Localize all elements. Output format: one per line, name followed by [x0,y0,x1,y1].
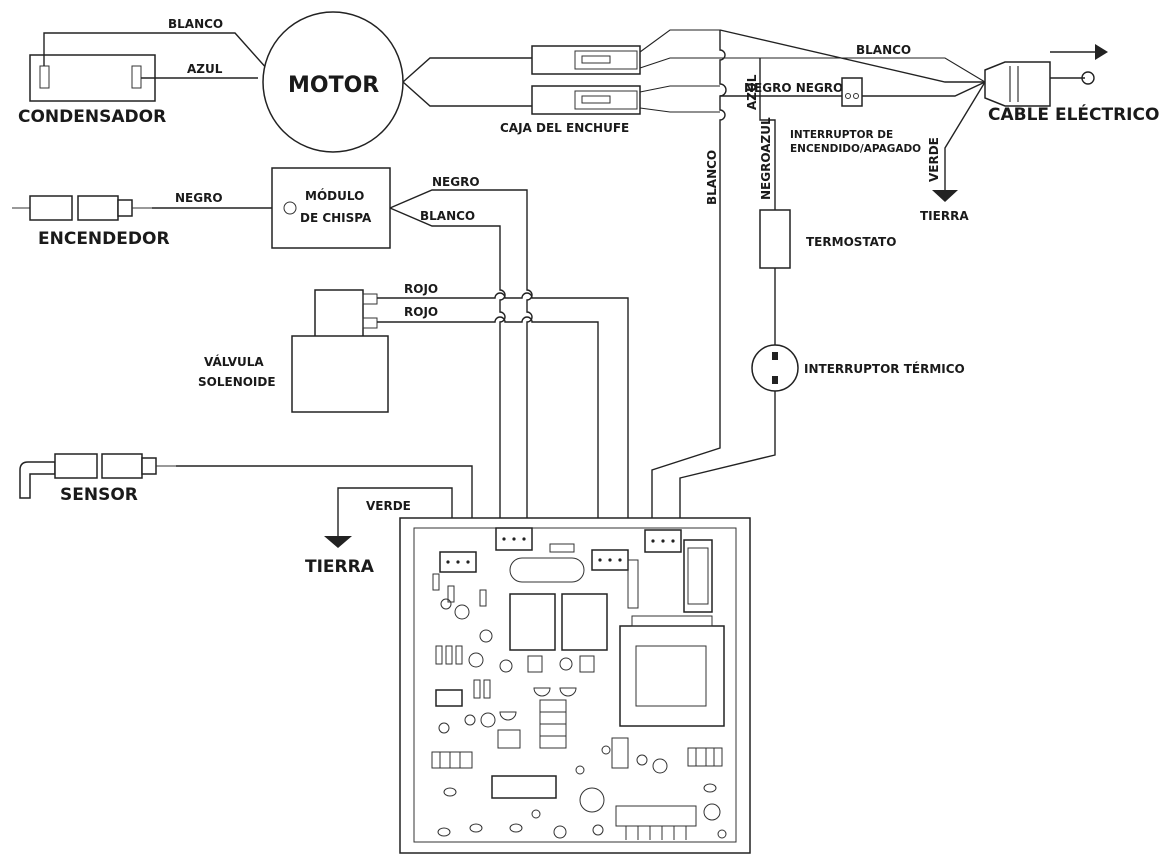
motor-label: MOTOR [288,73,379,98]
wire-label-negroazul-vert: NEGROAZUL [759,117,773,200]
wire-label-negro-enc: NEGRO [175,191,223,205]
igniter [12,195,152,221]
valve-label-1: VÁLVULA [204,354,264,369]
wire-label-blanco-mod: BLANCO [420,209,475,223]
ground-top [932,190,958,202]
tierra-top-label: TIERRA [920,209,969,223]
wire-label-azul-vert: AZUL [745,74,759,110]
wire-rojo-1 [377,292,629,550]
switch-label-1: INTERRUPTOR DE [790,129,893,141]
wire-label-negro-negro: NEGRO NEGRO [744,81,843,95]
thermal-switch-label: INTERRUPTOR TÉRMICO [804,361,965,376]
wire-label-blanco-cond: BLANCO [168,17,223,31]
wire-label-negro-mod: NEGRO [432,175,480,189]
ground-bottom [324,536,352,548]
wire-fan-2 [639,57,986,83]
plug-box [531,45,641,115]
wire-label-verde-vert: VERDE [927,137,941,182]
thermal-switch [751,344,799,392]
wire-blanco-module [389,207,506,532]
wire-fan-3 [639,85,720,93]
wire-negro-module [389,189,533,532]
wire-label-blanco-vert: BLANCO [705,150,719,205]
control-board [399,517,751,854]
spark-module-label-1: MÓDULO [305,188,364,203]
plug-box-label: CAJA DEL ENCHUFE [500,121,629,135]
sensor-probe [19,453,176,499]
wire-label-verde-pcb: VERDE [366,499,411,513]
igniter-label: ENCENDEDOR [38,229,170,249]
power-plug [984,44,1108,107]
wire-blanco-vertical [651,30,727,532]
wire-blanco-top [719,29,985,83]
spark-module [271,167,391,249]
wire-thermal-pcb [679,391,776,532]
tierra-bottom-label: TIERRA [305,557,375,577]
solenoid-valve [291,289,389,413]
condenser [29,54,156,102]
wire-label-blanco-top: BLANCO [856,43,911,57]
wire-fan-4 [639,107,720,113]
wire-motor-plug-b [402,81,532,107]
spark-module-terminal [283,201,297,215]
wire-blanco-condenser [43,32,269,71]
sensor-label: SENSOR [60,485,138,505]
wire-label-rojo-2: ROJO [404,305,438,319]
spark-module-label-2: DE CHISPA [300,211,372,225]
wire-negroazul-vertical [759,58,776,210]
switch-label-2: ENCENDIDO/APAGADO [790,143,921,155]
cable-label: CABLE ELÉCTRICO [988,103,1159,125]
thermostat-label: TERMOSTATO [806,235,896,249]
wire-fan-1 [639,29,720,53]
valve-label-2: SOLENOIDE [198,375,276,389]
wire-label-rojo-1: ROJO [404,282,438,296]
wire-verde-ground [944,81,986,190]
thermostat [759,209,791,269]
wire-label-azul-cond: AZUL [187,62,223,76]
wire-rojo-2 [377,316,599,550]
wire-motor-plug-a [402,57,532,83]
condenser-label: CONDENSADOR [18,107,166,127]
wire-switch-out [862,81,986,97]
on-off-switch [841,77,863,107]
